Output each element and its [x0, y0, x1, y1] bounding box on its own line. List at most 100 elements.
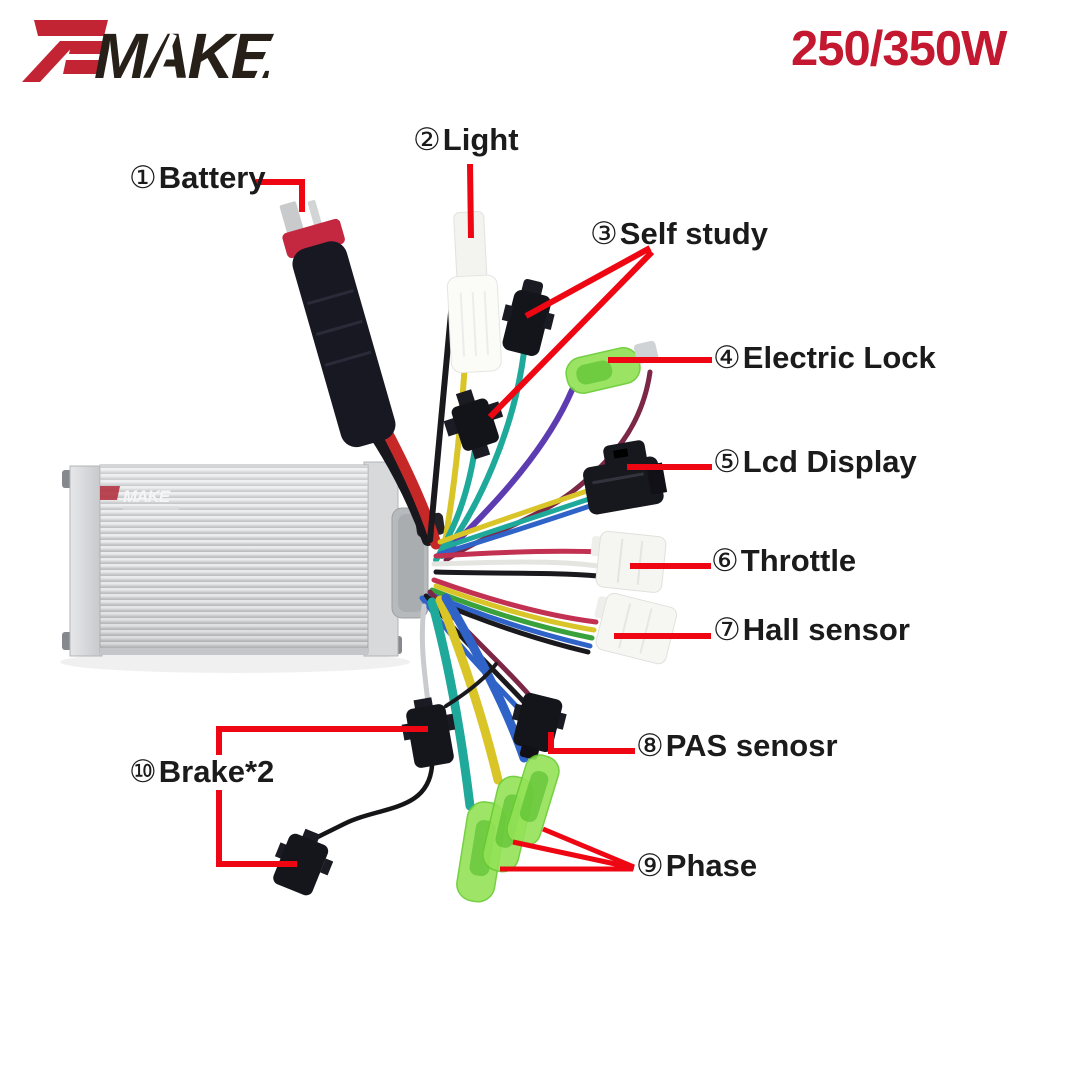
- throttle-wire-white: [431, 559, 601, 569]
- label-electric-lock-number: ④: [713, 340, 741, 376]
- light-callout-line: [467, 163, 474, 239]
- battery-plug-body: [292, 241, 396, 448]
- label-battery-number: ①: [129, 160, 157, 196]
- label-lcd-display-number: ⑤: [713, 444, 741, 480]
- phase-wire-teal: [427, 597, 475, 811]
- lcd-connector-latch-hole: [613, 448, 629, 459]
- battery-plug-red-band: [282, 218, 345, 259]
- selfstudy-wire-teal-2: [433, 439, 479, 563]
- lcd-connector-body: [583, 456, 664, 515]
- logo-stencil-cut: [254, 32, 281, 82]
- hall-connector-body: [595, 592, 678, 665]
- sm-plug-tab: [320, 858, 334, 876]
- phase-callout-line-2: [512, 839, 635, 871]
- box-bottom-edge: [100, 648, 368, 655]
- logo-brand-text: MAKE: [94, 20, 276, 92]
- label-pas-sensor-text: PAS senosr: [665, 728, 838, 763]
- label-hall-sensor-text: Hall sensor: [742, 612, 910, 647]
- pas-callout-line: [548, 732, 635, 754]
- selfstudy-callout-line-1: [524, 245, 652, 319]
- logo-stencil-cut: [150, 32, 177, 82]
- plug-rib: [315, 319, 363, 336]
- hall-wire-green: [429, 587, 595, 641]
- phase-wire-yellow: [435, 595, 503, 785]
- brake-link-wire: [301, 763, 435, 849]
- sm-plug-body: [406, 704, 454, 768]
- label-lcd-display-text: Lcd Display: [742, 444, 917, 479]
- callout-lines: [216, 163, 712, 872]
- label-light-number: ②: [413, 122, 441, 158]
- sm-plug-tip: [301, 828, 321, 844]
- label-throttle-text: Throttle: [740, 543, 857, 578]
- sm-plug-tab: [543, 312, 555, 330]
- watermark-ze-glyph: [100, 486, 120, 500]
- cable-gland-inner: [398, 514, 424, 612]
- logo-ze-glyph: [22, 20, 108, 82]
- throttle-wire-black: [433, 569, 601, 579]
- box-left-cap: [69, 465, 103, 657]
- lcd-connector: [583, 440, 668, 515]
- label-throttle-number: ⑥: [711, 543, 739, 579]
- connector-groove: [616, 538, 624, 583]
- light-connector: [446, 211, 502, 374]
- lcd-wire-teal: [439, 495, 595, 551]
- battery-callout-line: [256, 179, 305, 212]
- battery-connector: [279, 200, 396, 448]
- connector-groove: [483, 291, 490, 356]
- connector-groove: [636, 540, 644, 585]
- connector-groove: [471, 291, 478, 356]
- box-sheen: [100, 465, 368, 653]
- brake-feed-wire-gray: [419, 603, 431, 705]
- label-self-study-text: Self study: [619, 216, 768, 251]
- label-phase-text: Phase: [665, 848, 758, 883]
- bullet-core: [576, 360, 613, 385]
- power-rating: 250/350W: [791, 22, 1007, 76]
- label-battery-text: Battery: [158, 160, 266, 195]
- logo-ze-mid-bar: [69, 41, 104, 54]
- label-phase-number: ⑨: [636, 848, 664, 884]
- throttle-wire-red: [433, 548, 603, 559]
- box-shadow: [60, 651, 410, 673]
- logo-ze-low-bar: [63, 60, 100, 74]
- hall-wire-yellow: [433, 583, 597, 633]
- selfstudy-connector-2: [443, 389, 504, 460]
- label-light-text: Light: [442, 122, 519, 157]
- brake-connector-2: [273, 828, 334, 896]
- battery-wire-black: [370, 430, 434, 546]
- connector-groove: [459, 292, 466, 357]
- sm-plug-tab: [501, 304, 514, 322]
- connector-groove: [592, 472, 644, 485]
- connector-groove: [618, 603, 632, 649]
- phase-core: [519, 770, 549, 822]
- label-electric-lock-text: Electric Lock: [742, 340, 936, 375]
- logo-ze-top-bar: [34, 20, 108, 36]
- controller-box: MAKE: [60, 461, 445, 673]
- brake-feed-wire-black: [444, 662, 498, 708]
- throttle-connector-body: [595, 530, 667, 593]
- watermark-subtext: [123, 506, 179, 510]
- label-self-study-number: ③: [590, 216, 618, 252]
- lcd-wire-blue: [437, 503, 593, 557]
- sm-plug-body: [451, 398, 499, 451]
- hall-wire-red: [431, 577, 599, 625]
- sm-plug-body: [273, 833, 329, 896]
- sm-plug-tab: [274, 842, 288, 860]
- selfstudy-callout-line-2: [487, 249, 655, 420]
- plug-rib: [324, 350, 372, 367]
- throttle-connector: [590, 530, 667, 593]
- brand-logo: MAKE: [22, 20, 281, 92]
- connector-groove: [639, 608, 653, 654]
- label-brake-text: Brake*2: [158, 754, 275, 789]
- label-pas-sensor-number: ⑧: [636, 728, 664, 764]
